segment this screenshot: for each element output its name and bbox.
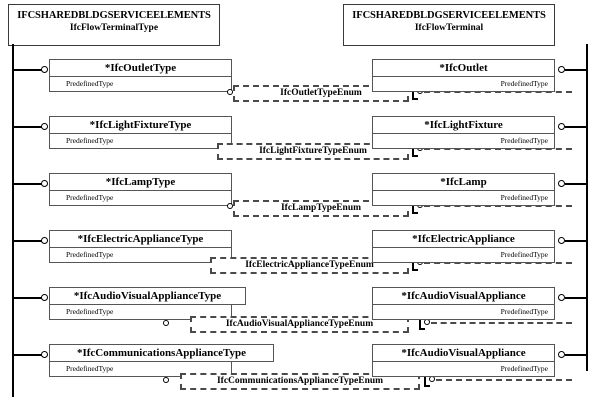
entity-attribute: PredefinedType	[49, 191, 232, 206]
type-enum-circle-3	[227, 203, 233, 209]
entity-attribute: PredefinedType	[49, 248, 232, 263]
entity-title: *IfcAudioVisualAppliance	[372, 287, 555, 305]
left-branch-circle-2	[41, 123, 48, 130]
entity-title: *IfcAudioVisualAppliance	[372, 344, 555, 362]
enum-hook-bot-1	[412, 98, 418, 100]
left-branch-6	[12, 354, 42, 356]
enum-hook-bot-4	[412, 269, 418, 271]
left-branch-1	[12, 69, 42, 71]
entity-ifclightfixture[interactable]: *IfcLightFixture PredefinedType	[372, 116, 555, 149]
occ-enum-dash-2	[424, 148, 572, 150]
left-branch-circle-1	[41, 66, 48, 73]
entity-attribute: PredefinedType	[372, 305, 555, 320]
type-enum-circle-6	[163, 377, 169, 383]
entity-ifcaudiovisualappliance-dup[interactable]: *IfcAudioVisualAppliance PredefinedType	[372, 344, 555, 377]
occ-enum-dash-1	[424, 91, 572, 93]
right-schema-header: IFCSHAREDBLDGSERVICEELEMENTS IfcFlowTerm…	[343, 4, 555, 46]
right-branch-circle-2	[558, 123, 565, 130]
entity-ifclightfixturetype[interactable]: *IfcLightFixtureType PredefinedType	[49, 116, 232, 149]
entity-attribute: PredefinedType	[372, 77, 555, 92]
enum-hook-v-5	[419, 314, 421, 328]
entity-title: *IfcOutlet	[372, 59, 555, 77]
enum-ifcoutlettypeenum[interactable]: IfcOutletTypeEnum	[233, 85, 409, 102]
entity-attribute: PredefinedType	[49, 77, 232, 92]
entity-attribute: PredefinedType	[372, 191, 555, 206]
entity-ifcelectricappliancetype[interactable]: *IfcElectricApplianceType PredefinedType	[49, 230, 232, 263]
left-schema-name: IFCSHAREDBLDGSERVICEELEMENTS	[17, 10, 211, 21]
enum-ifcelectricappliancetypeenum[interactable]: IfcElectricApplianceTypeEnum	[210, 257, 409, 274]
right-branch-6	[565, 354, 587, 356]
entity-title: *IfcCommunicationsApplianceType	[49, 344, 274, 362]
right-branch-3	[565, 183, 587, 185]
entity-attribute: PredefinedType	[372, 248, 555, 263]
occ-enum-dash-4	[424, 262, 572, 264]
enum-ifcaudiovisualappliancetypeenum[interactable]: IfcAudioVisualApplianceTypeEnum	[190, 316, 409, 333]
right-branch-2	[565, 126, 587, 128]
right-supertype-spine	[586, 44, 588, 371]
right-branch-5	[565, 297, 587, 299]
enum-hook-bot-3	[412, 212, 418, 214]
left-branch-5	[12, 297, 42, 299]
right-schema-name: IFCSHAREDBLDGSERVICEELEMENTS	[352, 10, 546, 21]
entity-ifclamptype[interactable]: *IfcLampType PredefinedType	[49, 173, 232, 206]
right-branch-circle-1	[558, 66, 565, 73]
enum-ifccommunicationsappliancetypeenum[interactable]: IfcCommunicationsApplianceTypeEnum	[180, 373, 420, 390]
entity-attribute: PredefinedType	[49, 305, 232, 320]
left-branch-circle-4	[41, 237, 48, 244]
right-branch-circle-6	[558, 351, 565, 358]
entity-title: *IfcElectricAppliance	[372, 230, 555, 248]
entity-title: *IfcElectricApplianceType	[49, 230, 232, 248]
left-branch-circle-5	[41, 294, 48, 301]
enum-ifclamptypeenum[interactable]: IfcLampTypeEnum	[233, 200, 409, 217]
type-enum-circle-5	[163, 320, 169, 326]
entity-ifcoutlettype[interactable]: *IfcOutletType PredefinedType	[49, 59, 232, 92]
enum-hook-bot-6	[424, 385, 430, 387]
entity-title: *IfcLightFixture	[372, 116, 555, 134]
entity-ifcelectricappliance[interactable]: *IfcElectricAppliance PredefinedType	[372, 230, 555, 263]
entity-title: *IfcOutletType	[49, 59, 232, 77]
entity-ifcaudiovisualappliancetype[interactable]: *IfcAudioVisualApplianceType PredefinedT…	[49, 287, 246, 320]
occ-enum-dash-5	[431, 322, 572, 324]
left-schema-header: IFCSHAREDBLDGSERVICEELEMENTS IfcFlowTerm…	[8, 4, 220, 46]
entity-title: *IfcAudioVisualApplianceType	[49, 287, 246, 305]
right-branch-circle-3	[558, 180, 565, 187]
left-schema-supertype: IfcFlowTerminalType	[69, 22, 159, 33]
right-branch-circle-5	[558, 294, 565, 301]
left-supertype-spine	[12, 44, 14, 397]
entity-ifcaudiovisualappliance[interactable]: *IfcAudioVisualAppliance PredefinedType	[372, 287, 555, 320]
left-branch-4	[12, 240, 42, 242]
right-branch-1	[565, 69, 587, 71]
left-branch-circle-6	[41, 351, 48, 358]
left-branch-circle-3	[41, 180, 48, 187]
right-branch-4	[565, 240, 587, 242]
entity-title: *IfcLampType	[49, 173, 232, 191]
entity-attribute: PredefinedType	[372, 134, 555, 149]
left-branch-3	[12, 183, 42, 185]
enum-ifclightfixturetypeenum[interactable]: IfcLightFixtureTypeEnum	[217, 143, 409, 160]
occ-enum-dash-3	[424, 205, 572, 207]
type-enum-circle-1	[227, 89, 233, 95]
entity-title: *IfcLightFixtureType	[49, 116, 232, 134]
entity-ifclamp[interactable]: *IfcLamp PredefinedType	[372, 173, 555, 206]
entity-ifcoutlet[interactable]: *IfcOutlet PredefinedType	[372, 59, 555, 92]
entity-attribute: PredefinedType	[49, 134, 232, 149]
right-schema-supertype: IfcFlowTerminal	[414, 22, 484, 33]
left-branch-2	[12, 126, 42, 128]
enum-hook-bot-5	[419, 328, 425, 330]
enum-hook-v-6	[424, 371, 426, 385]
enum-hook-bot-2	[412, 155, 418, 157]
occ-enum-dash-6	[436, 379, 572, 381]
entity-title: *IfcLamp	[372, 173, 555, 191]
entity-attribute: PredefinedType	[372, 362, 555, 377]
right-branch-circle-4	[558, 237, 565, 244]
